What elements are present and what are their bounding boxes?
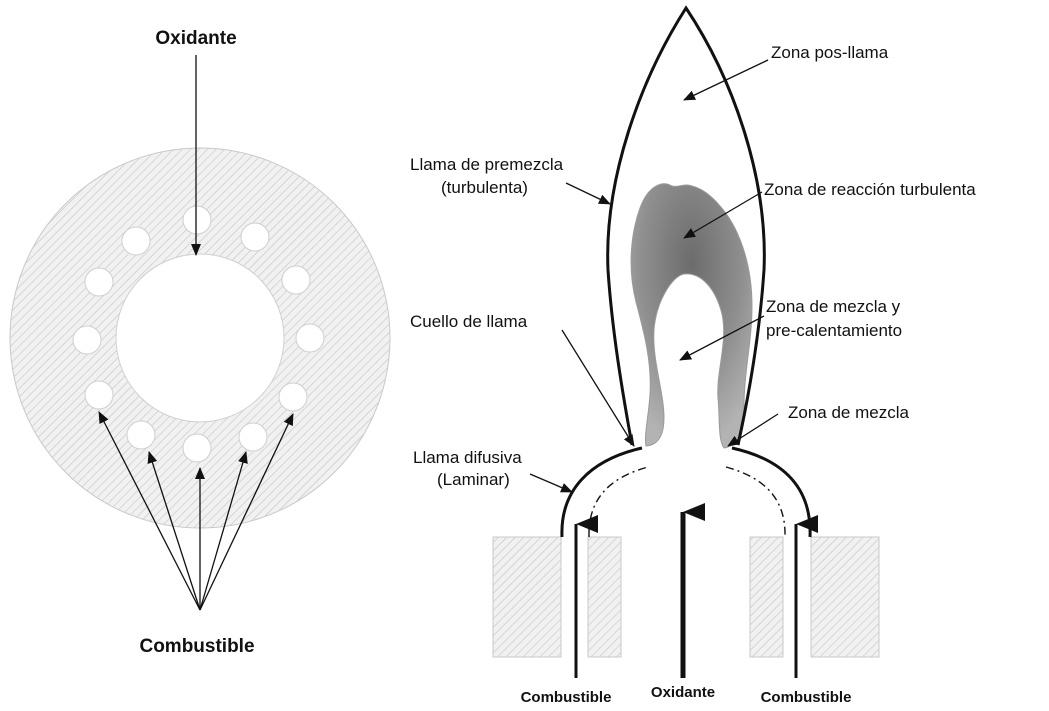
burner-block-left-inner bbox=[587, 536, 622, 658]
fuel-nozzle bbox=[72, 325, 102, 355]
fuel-nozzle bbox=[84, 267, 114, 297]
label-bottom-oxidant: Oxidante bbox=[651, 684, 715, 701]
fuel-arrow bbox=[147, 451, 201, 611]
fuel-label: Combustible bbox=[139, 636, 254, 657]
label-premix-flame-2: (turbulenta) bbox=[441, 178, 528, 197]
label-mixing-zone: Zona de mezcla bbox=[788, 403, 909, 422]
burner-block-right-inner bbox=[749, 536, 784, 658]
diffusion-flame-right bbox=[731, 446, 812, 538]
mixing-boundary-right bbox=[725, 466, 786, 538]
flame-section-view: Zona pos-llama Llama de premezcla (turbu… bbox=[410, 5, 976, 706]
label-diffusion-flame-1: Llama difusiva bbox=[413, 448, 522, 467]
leader-reaction-zone bbox=[683, 191, 763, 239]
mixing-boundary-left bbox=[588, 466, 649, 538]
label-premix-flame-1: Llama de premezcla bbox=[410, 155, 564, 174]
leader-mixing-preheat bbox=[679, 315, 765, 361]
diffusion-flame-left bbox=[560, 446, 643, 538]
fuel-arrow bbox=[98, 411, 201, 611]
label-mixing-preheat-1: Zona de mezcla y bbox=[766, 297, 901, 316]
fuel-nozzle bbox=[278, 382, 308, 412]
label-turbulent-reaction-zone: Zona de reacción turbulenta bbox=[764, 180, 976, 199]
fuel-nozzle bbox=[281, 265, 311, 295]
leader-post-flame bbox=[683, 59, 769, 101]
fuel-nozzle bbox=[126, 420, 156, 450]
turbulent-reaction-zone bbox=[630, 183, 753, 449]
burner-block-right-outer bbox=[810, 536, 880, 658]
leader-flame-neck bbox=[561, 329, 635, 447]
label-post-flame-zone: Zona pos-llama bbox=[771, 43, 889, 62]
fuel-arrow bbox=[199, 413, 294, 611]
fuel-nozzle bbox=[182, 205, 212, 235]
fuel-nozzle bbox=[238, 422, 268, 452]
burner-block-left-outer bbox=[492, 536, 562, 658]
fuel-nozzle bbox=[240, 222, 270, 252]
burner-face-view: Oxidante Combustible bbox=[9, 28, 391, 657]
oxidant-label: Oxidante bbox=[155, 28, 236, 49]
fuel-arrow bbox=[199, 451, 248, 611]
fuel-nozzle bbox=[182, 433, 212, 463]
oxidant-core bbox=[115, 253, 285, 423]
leader-diffusion-flame bbox=[529, 473, 573, 493]
leader-premix-flame bbox=[565, 182, 611, 205]
fuel-nozzle bbox=[121, 226, 151, 256]
label-bottom-fuel-right: Combustible bbox=[761, 689, 852, 706]
fuel-nozzle-ring bbox=[72, 205, 325, 463]
fuel-nozzle bbox=[84, 380, 114, 410]
label-mixing-preheat-2: pre-calentamiento bbox=[766, 321, 902, 340]
fuel-nozzle bbox=[295, 323, 325, 353]
label-flame-neck: Cuello de llama bbox=[410, 312, 528, 331]
fuel-arrows bbox=[98, 411, 294, 611]
premix-flame-outline bbox=[606, 5, 766, 446]
label-diffusion-flame-2: (Laminar) bbox=[437, 470, 510, 489]
label-bottom-fuel-left: Combustible bbox=[521, 689, 612, 706]
leader-mixing-zone bbox=[727, 413, 779, 447]
